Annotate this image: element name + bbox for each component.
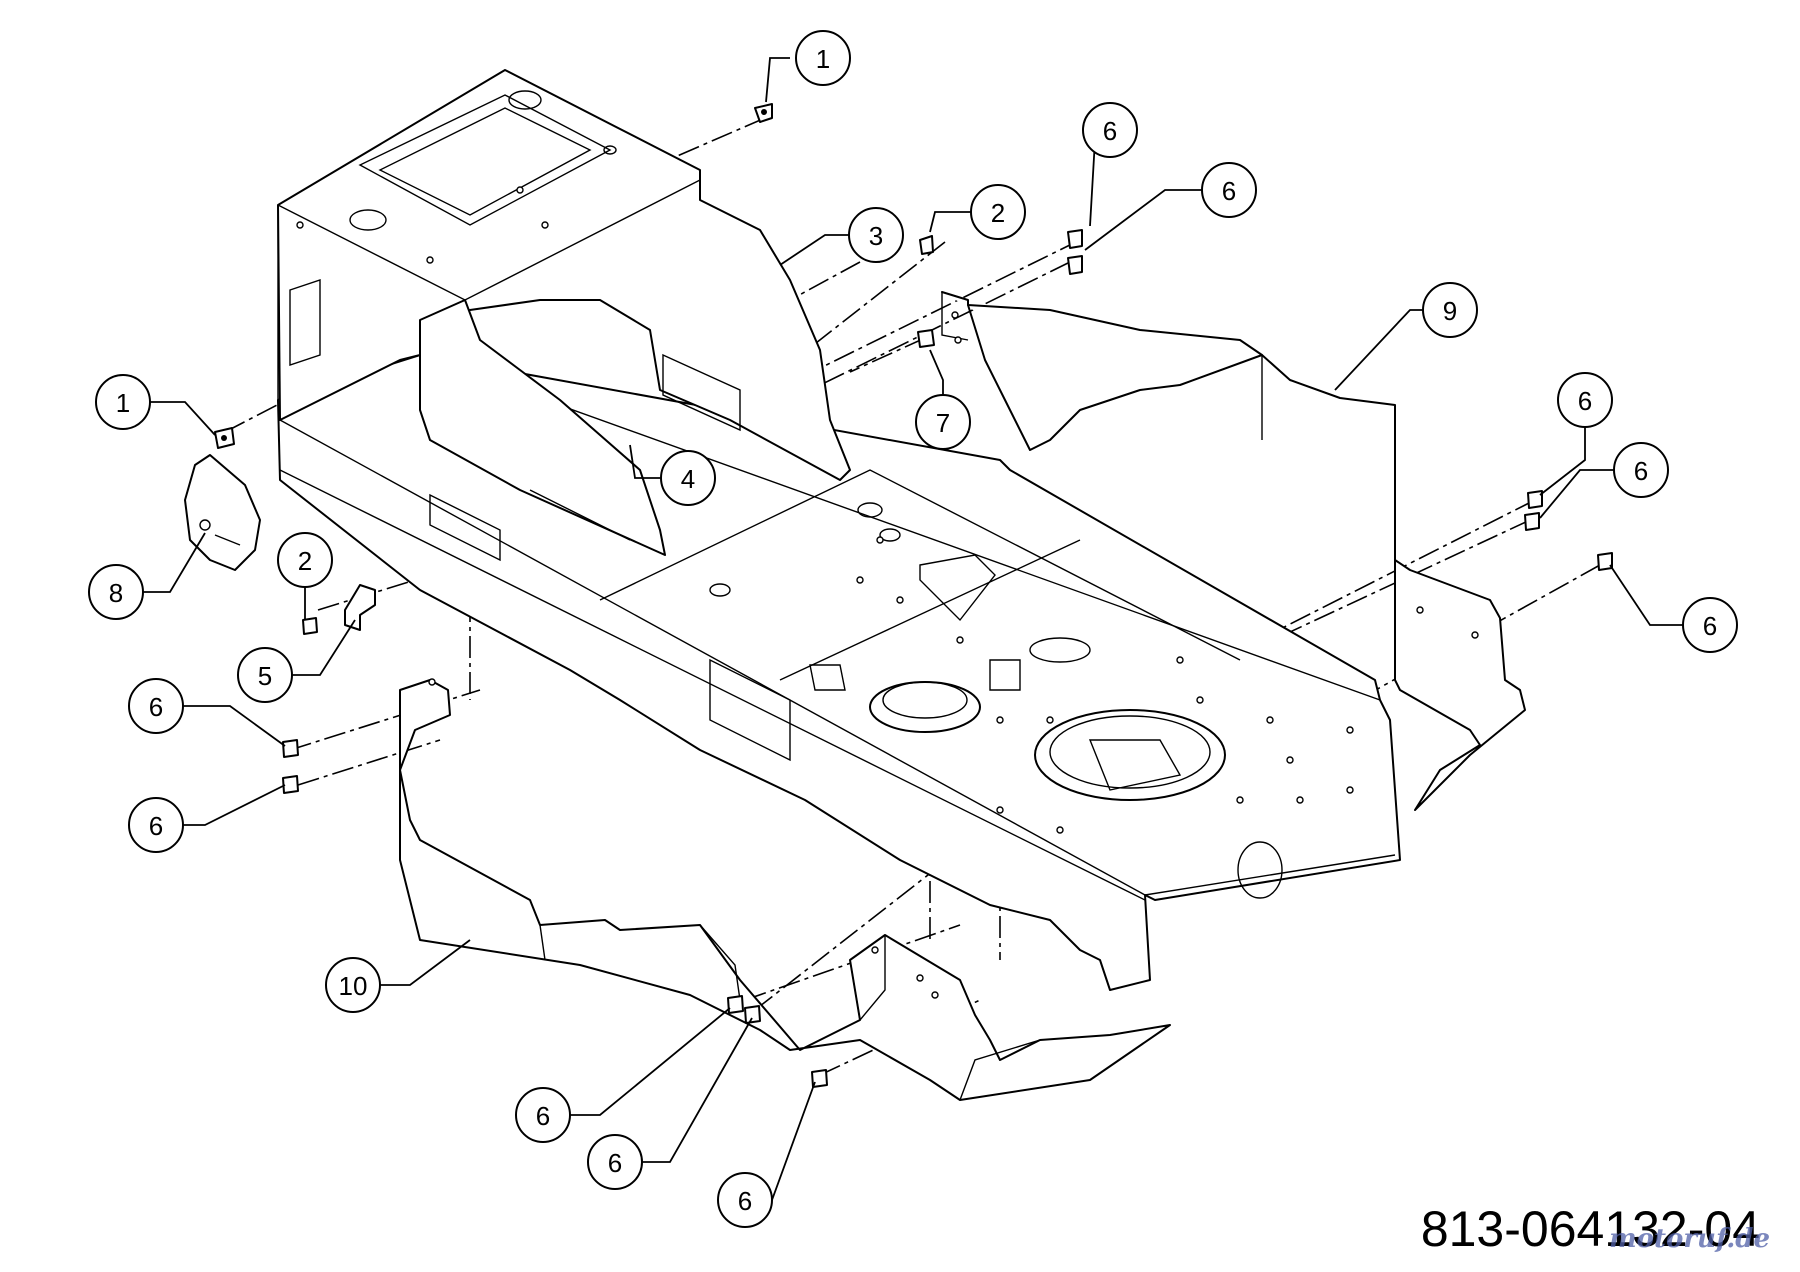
part-9-right-side-shield: [941, 291, 1526, 811]
svg-text:8: 8: [109, 578, 123, 608]
fasteners: [214, 103, 1613, 1088]
callout-1: 1: [795, 30, 851, 86]
callout-7: 7: [915, 394, 971, 450]
callout-6: 6: [587, 1134, 643, 1190]
callout-2: 2: [277, 532, 333, 588]
svg-text:6: 6: [149, 692, 163, 722]
bolt-icon: [727, 995, 744, 1014]
svg-text:6: 6: [1222, 176, 1236, 206]
bolt-icon: [1067, 255, 1083, 275]
svg-text:1: 1: [116, 388, 130, 418]
callout-4: 4: [660, 450, 716, 506]
bolt-icon: [282, 775, 299, 794]
svg-text:6: 6: [1634, 456, 1648, 486]
bolt-icon: [1524, 512, 1540, 531]
callout-9: 9: [1422, 282, 1478, 338]
watermark-logo: motoruf.de: [1609, 1224, 1770, 1254]
svg-text:5: 5: [258, 661, 272, 691]
callout-6: 6: [1613, 442, 1669, 498]
svg-text:6: 6: [1578, 386, 1592, 416]
svg-text:6: 6: [1103, 116, 1117, 146]
bolt-icon: [811, 1069, 828, 1088]
part-10-left-side-shield: [399, 678, 1171, 1101]
nut-icon: [917, 329, 935, 348]
svg-text:6: 6: [149, 811, 163, 841]
svg-text:6: 6: [1703, 611, 1717, 641]
svg-text:2: 2: [298, 546, 312, 576]
callout-6: 6: [1201, 162, 1257, 218]
bolt-icon: [214, 427, 235, 449]
callout-5: 5: [237, 647, 293, 703]
svg-text:7: 7: [936, 408, 950, 438]
svg-text:6: 6: [738, 1186, 752, 1216]
callout-10: 10: [325, 957, 381, 1013]
bolt-icon: [1067, 229, 1083, 249]
part-8-plate: [184, 454, 261, 571]
svg-text:2: 2: [991, 198, 1005, 228]
svg-text:1: 1: [816, 44, 830, 74]
svg-text:10: 10: [339, 971, 368, 1001]
callout-8: 8: [88, 564, 144, 620]
bolt-icon: [754, 103, 773, 123]
callout-6: 6: [1082, 102, 1138, 158]
callout-3: 3: [848, 207, 904, 263]
bolt-icon: [282, 739, 299, 758]
callout-6: 6: [717, 1172, 773, 1228]
drawing-number: 813-064132-04: [1420, 1201, 1760, 1257]
svg-text:6: 6: [536, 1101, 550, 1131]
svg-text:3: 3: [869, 221, 883, 251]
callout-2: 2: [970, 184, 1026, 240]
bolt-icon: [302, 617, 318, 635]
callout-6: 6: [1682, 597, 1738, 653]
bolt-icon: [744, 1005, 761, 1024]
bolt-icon: [1597, 552, 1613, 571]
bolt-icon: [1527, 490, 1543, 509]
assembly-lines: [224, 117, 1601, 1076]
callout-1: 1: [95, 374, 151, 430]
callout-6: 6: [128, 678, 184, 734]
bolt-icon: [919, 235, 934, 255]
callout-6: 6: [128, 797, 184, 853]
callouts: 1 6 6 2 3 9 1 7 4 6 6 8 2 6 5 6 6 10 6 6…: [88, 30, 1738, 1228]
svg-text:4: 4: [681, 464, 695, 494]
main-frame: [277, 69, 1401, 991]
svg-text:9: 9: [1443, 296, 1457, 326]
callout-6: 6: [515, 1087, 571, 1143]
callout-6: 6: [1557, 372, 1613, 428]
part-5-bracket: [344, 584, 376, 631]
svg-text:6: 6: [608, 1148, 622, 1178]
